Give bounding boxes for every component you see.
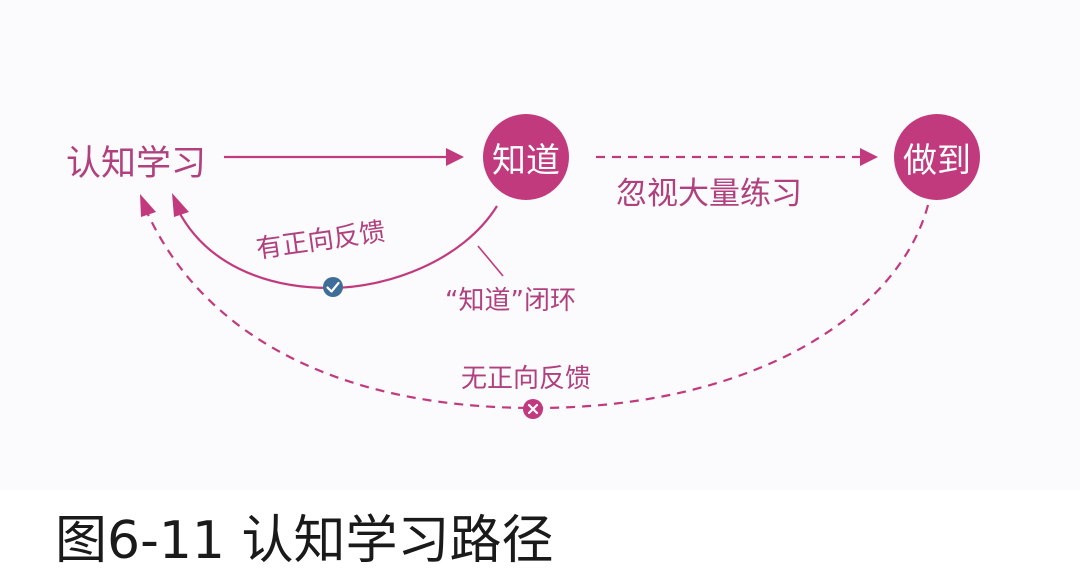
arrowhead-positive-feedback: [172, 193, 189, 217]
arrowhead-do: [860, 148, 878, 166]
check-icon: [323, 277, 343, 297]
diagram-canvas: [140, 148, 930, 419]
node-cognitive-learning: 认知学习: [66, 144, 207, 184]
node-know-label: 知道: [492, 140, 560, 181]
node-know: 知道: [483, 114, 569, 200]
label-no-positive-feedback: 无正向反馈: [461, 364, 592, 394]
arrowhead-know: [446, 148, 464, 166]
label-know-loop: “知道”闭环: [445, 286, 576, 316]
node-do-label: 做到: [903, 140, 971, 181]
label-ignore-practice: 忽视大量练习: [616, 176, 802, 212]
diagram: 认知学习 知道 做到 忽视大量练习 有正向反馈 “知道”闭环 无正向反馈: [66, 114, 980, 419]
figure-caption: 图6-11 认知学习路径: [55, 511, 554, 571]
node-do: 做到: [894, 114, 980, 200]
loop-pointer-line: [477, 245, 504, 277]
arrowhead-no-positive-feedback: [140, 194, 156, 217]
cross-icon: [523, 399, 543, 419]
